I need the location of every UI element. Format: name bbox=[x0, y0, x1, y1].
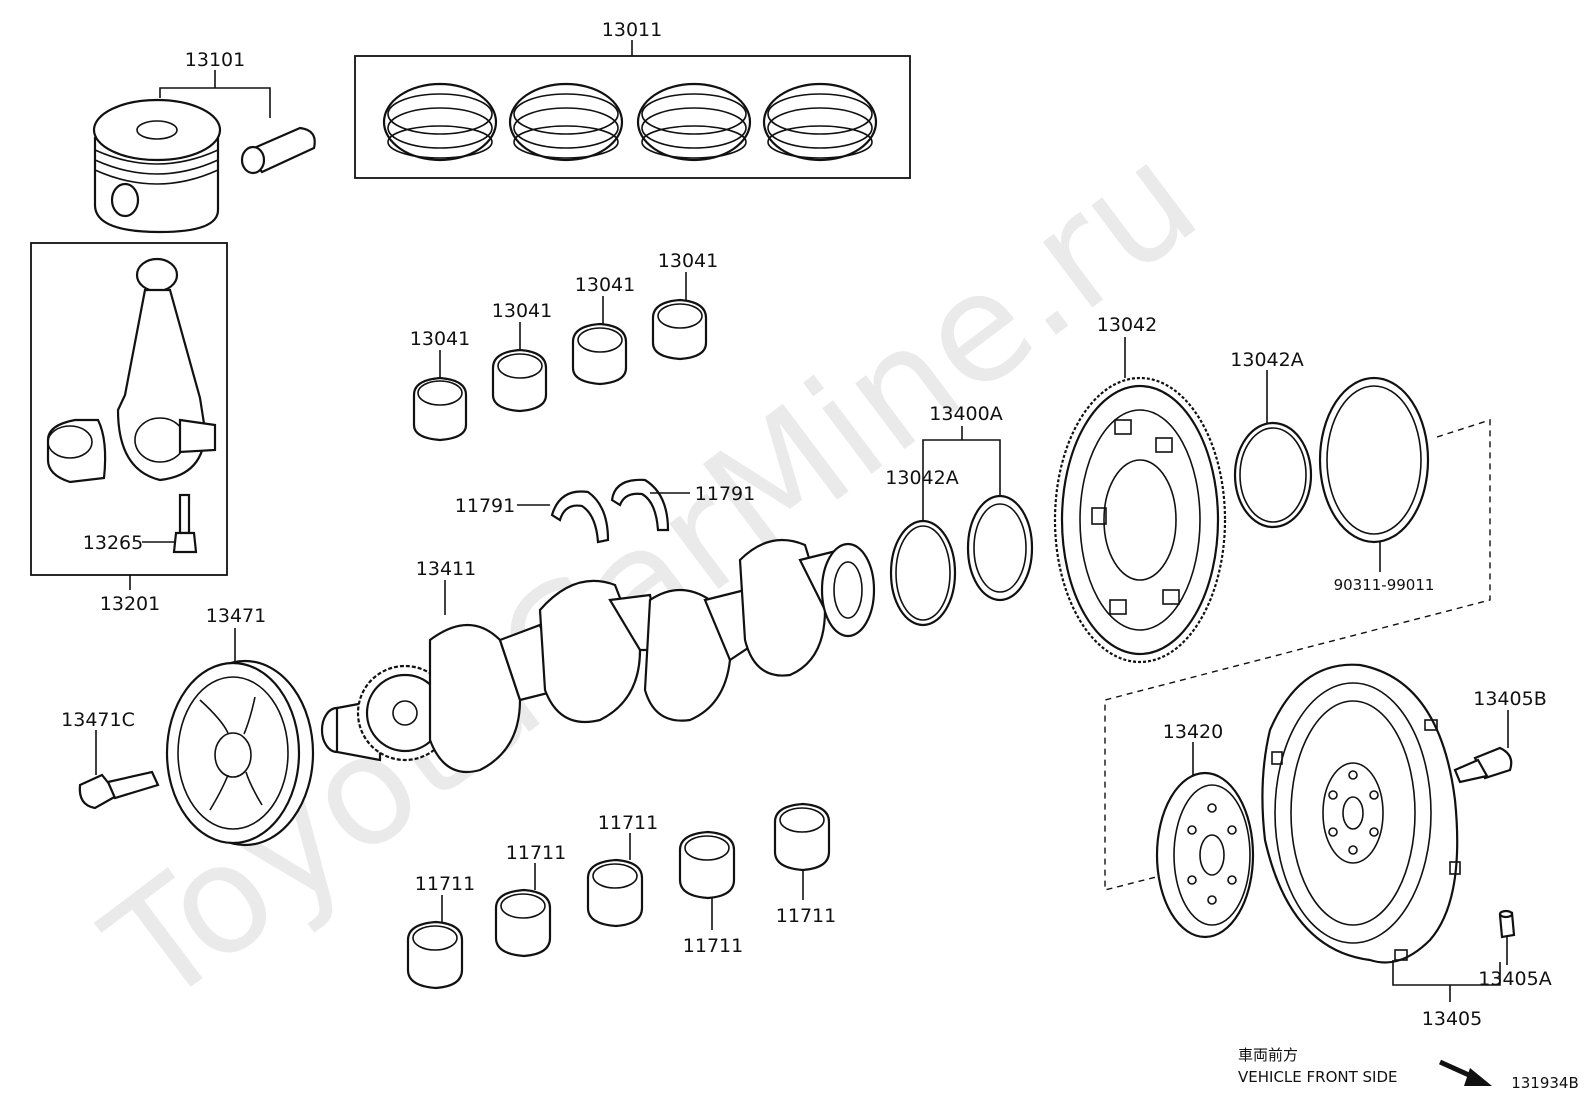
piston-part[interactable] bbox=[92, 98, 222, 234]
label-balance-gear: 13042 bbox=[1097, 314, 1157, 336]
label-main-bearing-2: 11711 bbox=[506, 842, 566, 864]
conrod-bearing-3[interactable] bbox=[571, 322, 628, 386]
main-bearing-3[interactable] bbox=[586, 858, 644, 928]
main-bearing-4[interactable] bbox=[678, 830, 736, 900]
label-main-bearing-1: 11711 bbox=[415, 873, 475, 895]
gear-ring-a[interactable] bbox=[889, 519, 957, 627]
thrust-washer-left[interactable] bbox=[550, 490, 610, 544]
conrod-bearing-1[interactable] bbox=[412, 376, 468, 442]
label-pulley: 13471 bbox=[206, 605, 266, 627]
label-drive-plate: 13420 bbox=[1163, 721, 1223, 743]
label-piston-rings: 13011 bbox=[602, 19, 662, 41]
label-conrod-bearing-4: 13041 bbox=[658, 250, 718, 272]
label-conrod-set: 13201 bbox=[100, 593, 160, 615]
piston-ring-set-3[interactable] bbox=[636, 82, 752, 162]
pulley-bolt-part[interactable] bbox=[78, 770, 160, 810]
conrod-set-frame bbox=[30, 242, 228, 576]
label-flywheel: 13405 bbox=[1422, 1008, 1482, 1030]
piston-pin-part[interactable] bbox=[240, 126, 316, 175]
watermark: ToyotaCarMine.ru bbox=[76, 111, 1228, 1039]
pulley-part[interactable] bbox=[165, 659, 315, 847]
flywheel-bolt-part[interactable] bbox=[1453, 746, 1513, 784]
conrod-bearing-part[interactable] bbox=[46, 418, 107, 484]
label-piston: 13101 bbox=[185, 49, 245, 71]
label-thrust-washer-left: 11791 bbox=[455, 495, 515, 517]
piston-ring-set-1[interactable] bbox=[382, 82, 498, 162]
label-gear-set: 13400A bbox=[929, 403, 1002, 425]
direction-jp: 車両前方 bbox=[1238, 1046, 1298, 1064]
drive-plate-part[interactable] bbox=[1155, 771, 1255, 939]
label-flywheel-bolt: 13405B bbox=[1473, 688, 1546, 710]
conrod-bearing-2[interactable] bbox=[491, 348, 548, 413]
conrod-bearing-4[interactable] bbox=[651, 298, 708, 361]
label-main-bearing-3: 11711 bbox=[598, 812, 658, 834]
flywheel-pin-part[interactable] bbox=[1498, 909, 1516, 939]
conrod-bolt-part[interactable] bbox=[172, 493, 198, 554]
label-conrod-bearing-2: 13041 bbox=[492, 300, 552, 322]
main-bearing-2[interactable] bbox=[494, 888, 552, 958]
oil-seal-part[interactable] bbox=[1318, 376, 1430, 544]
assembly-outline bbox=[1104, 419, 1491, 891]
piston-ring-set-4[interactable] bbox=[762, 82, 878, 162]
balance-gear-part[interactable] bbox=[1053, 376, 1227, 664]
direction-en: VEHICLE FRONT SIDE bbox=[1238, 1068, 1398, 1086]
label-gear-ring-a: 13042A bbox=[885, 467, 958, 489]
conrod-part[interactable] bbox=[116, 257, 217, 482]
main-bearing-1[interactable] bbox=[406, 920, 464, 990]
label-main-bearing-5: 11711 bbox=[776, 905, 836, 927]
label-conrod-bolt: 13265 bbox=[83, 532, 143, 554]
label-thrust-washer-right: 11791 bbox=[695, 483, 755, 505]
label-oil-seal: 90311-99011 bbox=[1334, 576, 1435, 594]
piston-ring-set-2[interactable] bbox=[508, 82, 624, 162]
label-conrod-bearing-3: 13041 bbox=[575, 274, 635, 296]
diagram-id: 131934B bbox=[1511, 1074, 1579, 1092]
gear-ring-b[interactable] bbox=[966, 494, 1034, 602]
label-flywheel-pin: 13405A bbox=[1478, 968, 1551, 990]
flywheel-part[interactable] bbox=[1261, 663, 1461, 964]
gear-ring-c[interactable] bbox=[1233, 421, 1313, 529]
label-crankshaft: 13411 bbox=[416, 558, 476, 580]
direction-arrow-icon bbox=[1438, 1059, 1492, 1086]
main-bearing-5[interactable] bbox=[773, 802, 831, 872]
crankshaft-part[interactable] bbox=[320, 538, 876, 774]
label-main-bearing-4: 11711 bbox=[683, 935, 743, 957]
label-pulley-bolt: 13471C bbox=[61, 709, 135, 731]
label-conrod-bearing-1: 13041 bbox=[410, 328, 470, 350]
label-gear-ring-b: 13042A bbox=[1230, 349, 1303, 371]
